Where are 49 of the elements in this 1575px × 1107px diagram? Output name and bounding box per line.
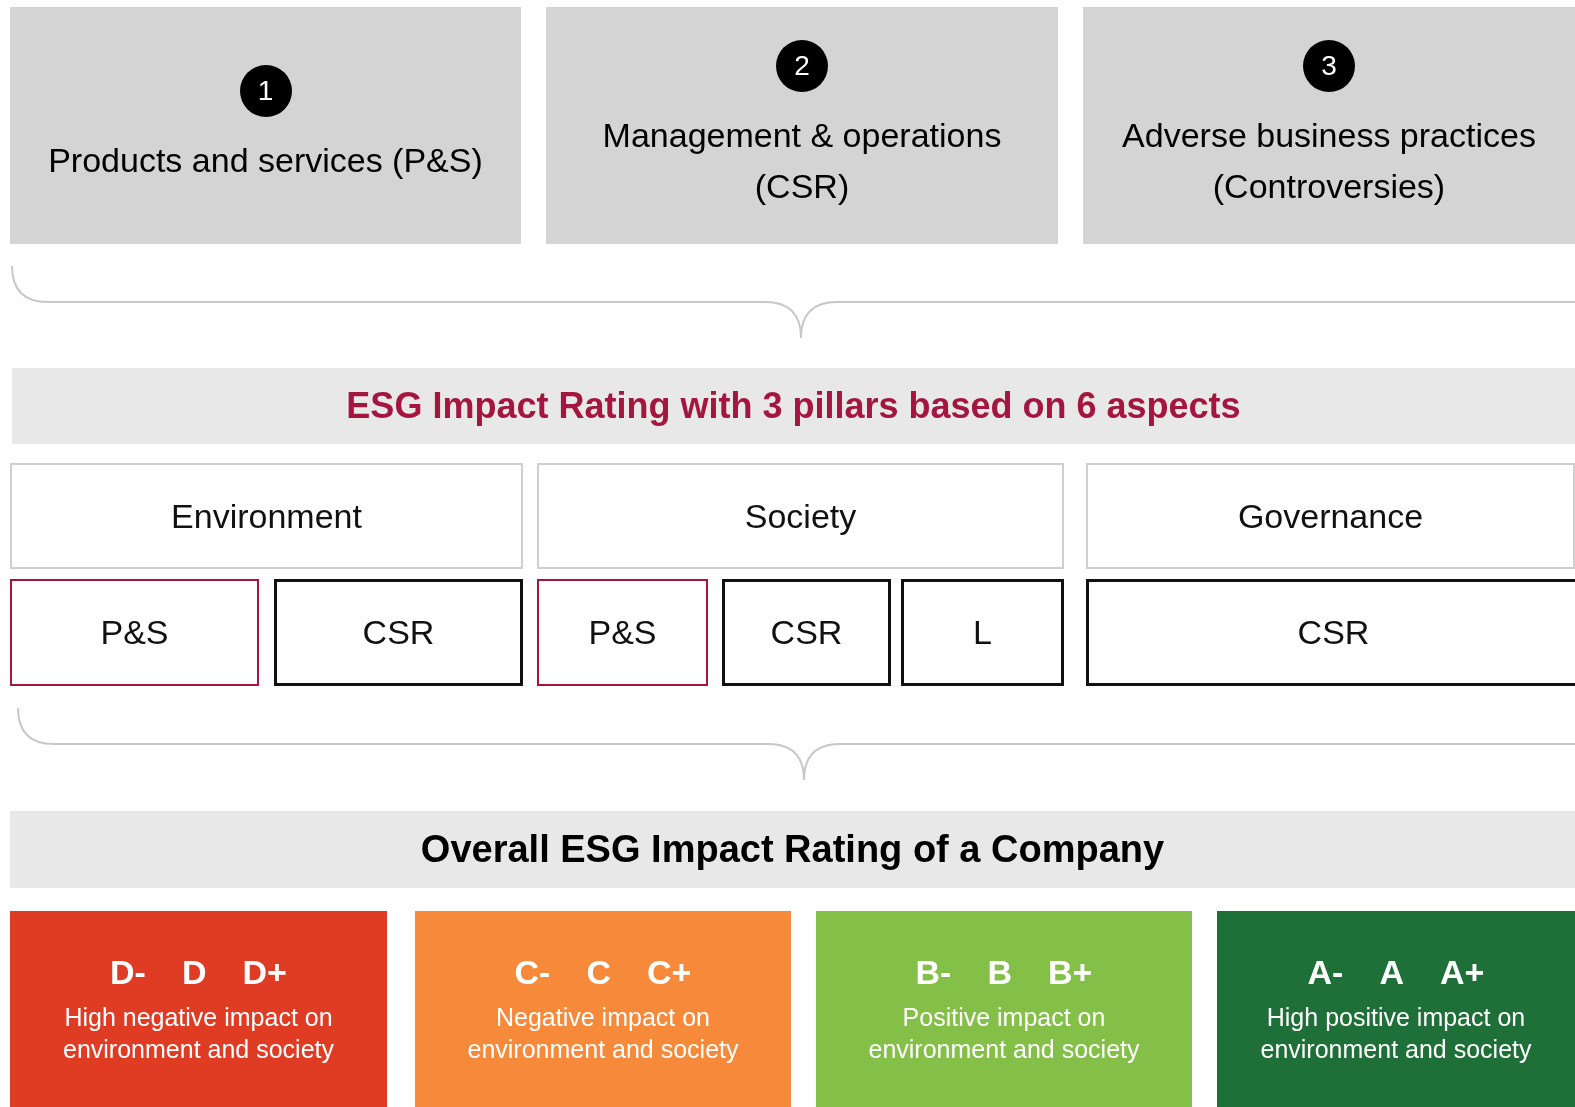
grade-label: A- xyxy=(1307,953,1344,993)
rating-description: High positive impact on environment and society xyxy=(1259,1002,1533,1065)
pillar-box xyxy=(537,463,1064,569)
rating-box xyxy=(10,911,387,1107)
source-label: Adverse business practices (Controversies) xyxy=(1121,114,1537,207)
grade-label: C- xyxy=(514,953,551,993)
label: L xyxy=(973,612,992,653)
grade-label: D- xyxy=(110,953,146,993)
source-box xyxy=(546,7,1058,244)
aspect-box xyxy=(537,579,708,686)
label: Environment xyxy=(171,495,362,537)
label: CSR xyxy=(770,612,843,653)
rating-box xyxy=(415,911,791,1107)
source-box xyxy=(10,7,521,244)
rating-description: Positive impact on environment and society xyxy=(867,1002,1141,1065)
label: Governance xyxy=(1237,495,1424,537)
number-badge: 1 xyxy=(239,65,292,117)
source-box xyxy=(1083,7,1575,244)
aspect-box xyxy=(901,579,1064,686)
aspect-box xyxy=(10,579,259,686)
rating-description: High negative impact on environment and society xyxy=(62,1002,335,1065)
grade-label: A+ xyxy=(1440,953,1485,993)
pillar-box xyxy=(10,463,523,569)
banner-title: Overall ESG Impact Rating of a Company xyxy=(420,827,1165,872)
aspect-box xyxy=(1086,579,1575,686)
pillar-box xyxy=(1086,463,1575,569)
number-badge: 2 xyxy=(776,39,828,92)
label: CSR xyxy=(362,612,435,653)
grade-label: D+ xyxy=(242,953,287,993)
grade-label: C xyxy=(586,953,611,993)
label: CSR xyxy=(1297,612,1370,653)
rating-box xyxy=(1217,911,1575,1107)
banner-title: ESG Impact Rating with 3 pillars based on 6 aspects xyxy=(346,384,1241,428)
aspect-box xyxy=(722,579,891,686)
source-label: Management & operations (CSR) xyxy=(601,114,1003,207)
number-badge: 3 xyxy=(1303,39,1355,92)
grade-label: B- xyxy=(915,953,952,993)
label: Society xyxy=(744,495,857,537)
grade-label: C+ xyxy=(647,953,692,993)
label: P&S xyxy=(100,612,169,653)
grade-label: B+ xyxy=(1048,953,1093,993)
rating-description: Negative impact on environment and society xyxy=(466,1002,740,1065)
grade-label: B xyxy=(987,953,1012,993)
label: P&S xyxy=(588,612,657,653)
rating-box xyxy=(816,911,1192,1107)
aspect-box xyxy=(274,579,523,686)
grade-label: D xyxy=(181,953,207,993)
grade-label: A xyxy=(1379,953,1404,993)
source-label: Products and services (P&S) xyxy=(47,140,484,181)
